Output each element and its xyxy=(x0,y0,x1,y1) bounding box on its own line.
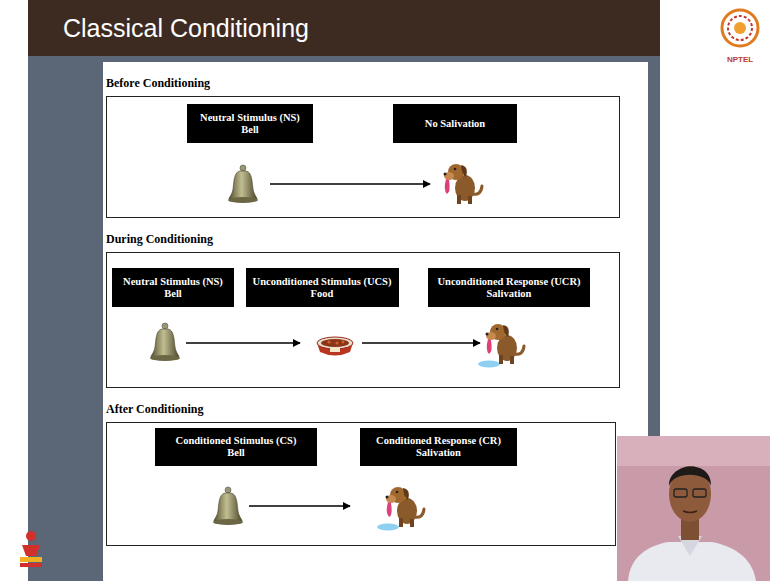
presenter-glasses xyxy=(674,489,687,497)
logo-head xyxy=(26,531,36,541)
logo-label: NPTEL xyxy=(727,55,753,65)
panel-frame xyxy=(106,96,620,218)
logo-core xyxy=(734,22,746,34)
logo-ring xyxy=(728,16,752,40)
stage-heading: During Conditioning xyxy=(106,232,213,246)
box-body: Salivation xyxy=(487,288,532,300)
stimulus-response-box: Conditioned Stimulus (CS)Bell xyxy=(155,428,317,466)
food-bowl-icon xyxy=(317,337,353,356)
stage-panel: During ConditioningNeutral Stimulus (NS)… xyxy=(106,228,620,388)
stage-panel: After ConditioningConditioned Stimulus (… xyxy=(106,398,616,546)
box-body: Bell xyxy=(227,447,245,459)
box-heading: Neutral Stimulus (NS) xyxy=(123,276,223,288)
slide-side-band xyxy=(28,56,660,581)
box-heading: Neutral Stimulus (NS) xyxy=(200,112,300,124)
stimulus-response-box: Unconditioned Stimulus (UCS)Food xyxy=(246,268,399,307)
presenter-hair xyxy=(669,466,711,486)
dog-icon xyxy=(486,324,525,364)
video-wall xyxy=(617,436,770,581)
bell-icon xyxy=(228,165,258,203)
nptel-logo xyxy=(722,10,758,46)
slide-title: Classical Conditioning xyxy=(63,13,309,43)
flow-arrow xyxy=(186,342,300,344)
flow-arrow xyxy=(270,183,430,185)
dog-icon xyxy=(444,164,483,204)
box-body: Bell xyxy=(241,124,259,136)
box-body: Food xyxy=(311,288,334,300)
logo-base xyxy=(20,557,42,562)
logo-ring xyxy=(722,10,758,46)
box-heading: Unconditioned Response (UCR) xyxy=(438,276,581,288)
stage-heading: After Conditioning xyxy=(106,402,203,416)
box-body: Bell xyxy=(164,288,182,300)
logo-base xyxy=(20,563,42,567)
saliva-puddle xyxy=(377,524,399,531)
stimulus-response-box: Neutral Stimulus (NS)Bell xyxy=(187,104,313,143)
stage-heading: Before Conditioning xyxy=(106,76,210,90)
presenter-glasses xyxy=(693,489,706,497)
stimulus-response-box: Conditioned Response (CR)Salivation xyxy=(360,428,517,466)
content-ground xyxy=(103,62,648,581)
bell-icon xyxy=(150,323,180,361)
stimulus-response-box: Neutral Stimulus (NS)Bell xyxy=(112,268,234,307)
dog-icon xyxy=(386,487,425,527)
institute-logo xyxy=(20,531,42,567)
logo-body xyxy=(22,545,40,556)
video-wall xyxy=(617,436,770,466)
stimulus-response-box: No Salivation xyxy=(393,104,517,143)
box-heading: Conditioned Response (CR) xyxy=(376,435,501,447)
stage-panel: Before ConditioningNeutral Stimulus (NS)… xyxy=(106,72,620,218)
saliva-puddle xyxy=(478,361,500,368)
flow-arrow xyxy=(249,505,350,507)
box-body: Salivation xyxy=(416,447,461,459)
presenter-face xyxy=(669,466,711,522)
presenter-video xyxy=(617,436,770,581)
stimulus-response-box: Unconditioned Response (UCR)Salivation xyxy=(428,268,590,307)
presenter-mouth xyxy=(683,511,697,513)
box-heading: Conditioned Stimulus (CS) xyxy=(176,435,297,447)
box-heading: No Salivation xyxy=(425,118,485,130)
flow-arrow xyxy=(362,342,480,344)
title-bar xyxy=(28,0,660,56)
bell-icon xyxy=(213,487,243,525)
box-heading: Unconditioned Stimulus (UCS) xyxy=(253,276,392,288)
